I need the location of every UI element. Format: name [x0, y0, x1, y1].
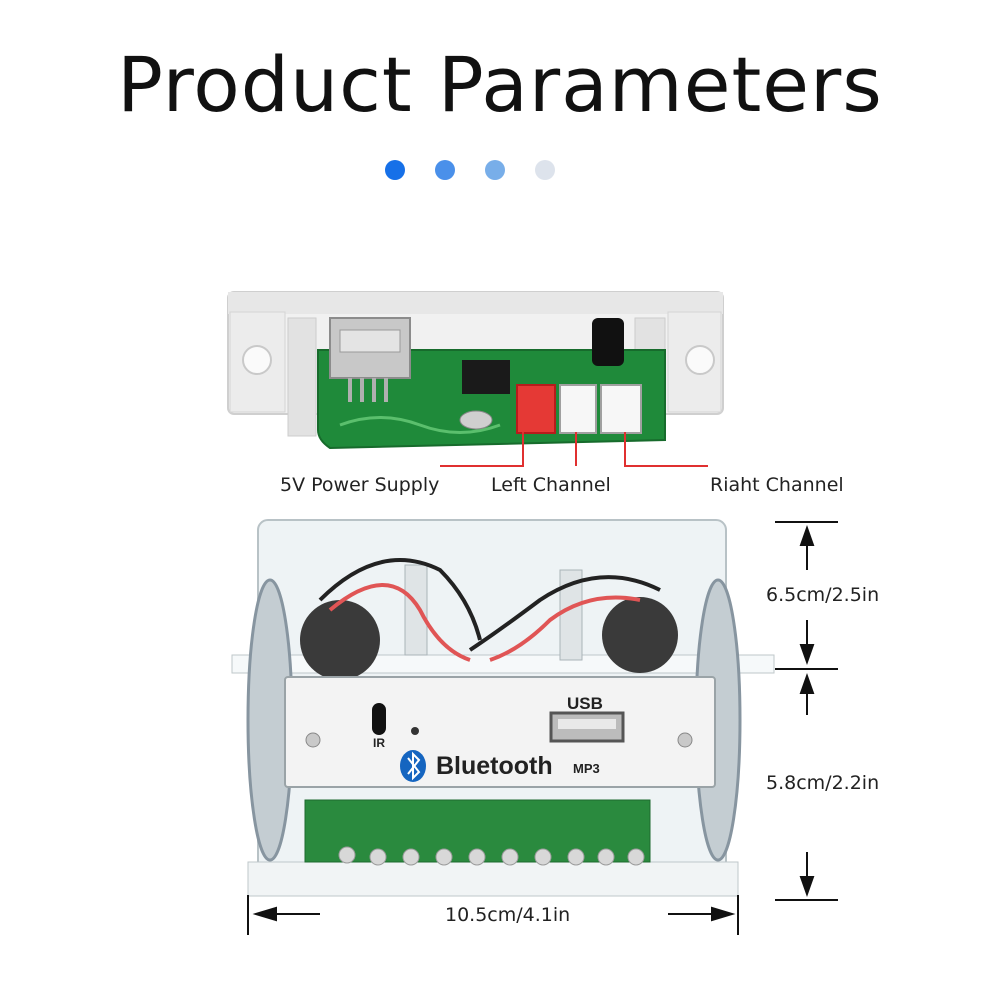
usb-label: USB	[567, 694, 603, 713]
right-channel-label: Riaht Channel	[710, 474, 844, 496]
ir-label: IR	[373, 736, 385, 750]
module-back-view	[227, 291, 724, 467]
width-dimension: 10.5cm/4.1in	[445, 904, 571, 926]
left-channel-label: Left Channel	[491, 474, 611, 496]
speaker-box-front-view	[231, 519, 775, 897]
carousel-indicator	[385, 160, 565, 182]
height-top-dimension: 6.5cm/2.5in	[766, 584, 880, 606]
power-supply-label: 5V Power Supply	[280, 474, 440, 496]
ir-window	[372, 703, 386, 735]
mp3-label: MP3	[573, 761, 600, 776]
dimension-lines	[247, 521, 838, 935]
indicator-dot[interactable]	[535, 160, 555, 180]
page-title: Product Parameters	[117, 40, 883, 129]
bluetooth-label: Bluetooth	[436, 752, 553, 780]
indicator-dot[interactable]	[435, 160, 455, 180]
indicator-dot[interactable]	[385, 160, 405, 180]
height-bottom-dimension: 5.8cm/2.2in	[766, 772, 880, 794]
indicator-dot[interactable]	[485, 160, 505, 180]
